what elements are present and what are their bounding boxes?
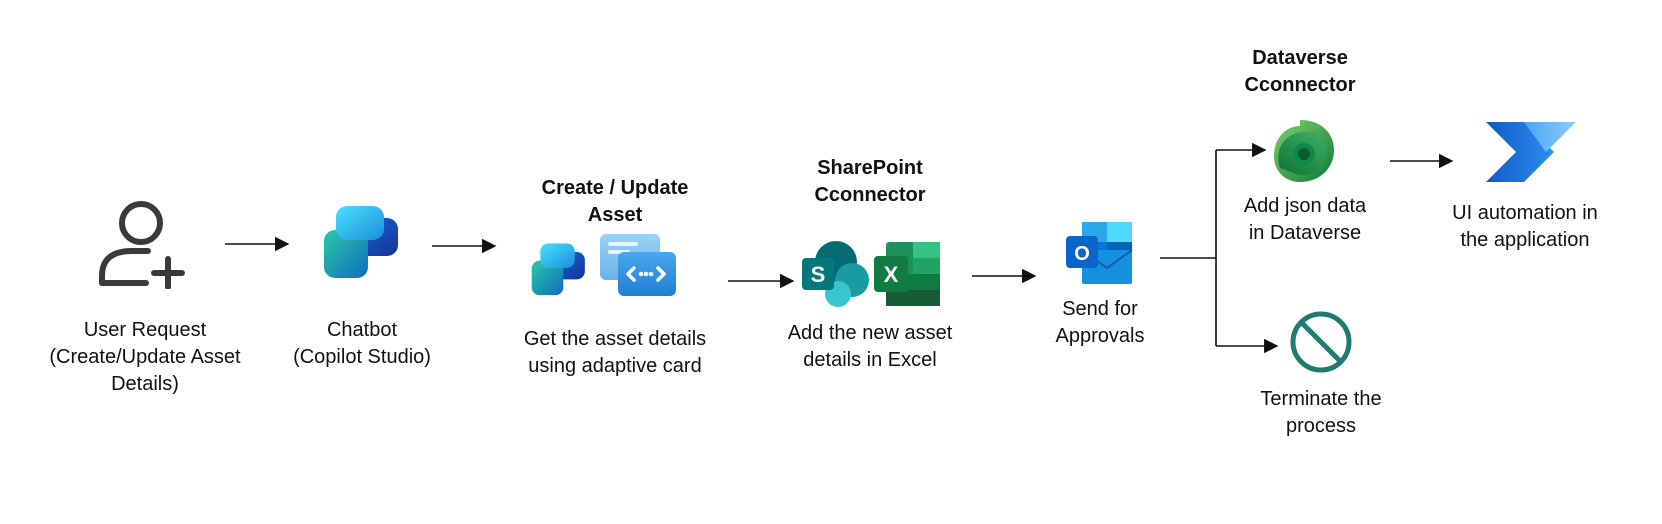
excel-icon: X [872,240,942,308]
sharepoint-letter: S [811,262,826,287]
approvals-label: Send for Approvals [1055,298,1145,347]
sharepoint-heading: SharePoint Cconnector [814,157,926,206]
power-automate-icon [1484,120,1580,184]
dataverse-heading: Dataverse Cconnector [1244,47,1356,96]
chatbot-label: Chatbot (Copilot Studio) [293,319,431,368]
copilot-studio-icon [322,204,402,282]
dataverse-label: Add json data in Dataverse [1243,195,1367,244]
sharepoint-icon: S [800,240,870,308]
create-update-heading: Create / Update Asset [541,177,689,226]
outlook-icon: O [1064,220,1134,286]
outlook-letter: O [1074,243,1090,265]
terminate-label: Terminate the process [1260,388,1382,437]
adaptive-card-icon [598,232,678,298]
user-request-label: User Request (Create/Update Asset Detail… [49,319,241,395]
ui-automation-label: UI automation in the application [1452,202,1598,251]
dataverse-icon [1270,116,1340,186]
excel-letter: X [884,262,899,287]
sharepoint-label: Add the new asset details in Excel [787,322,953,371]
create-update-label: Get the asset details using adaptive car… [523,328,707,377]
add-user-icon [96,197,186,290]
branch-connector [1160,150,1217,346]
copilot-studio-icon [530,242,588,298]
prohibited-icon [1289,310,1353,374]
